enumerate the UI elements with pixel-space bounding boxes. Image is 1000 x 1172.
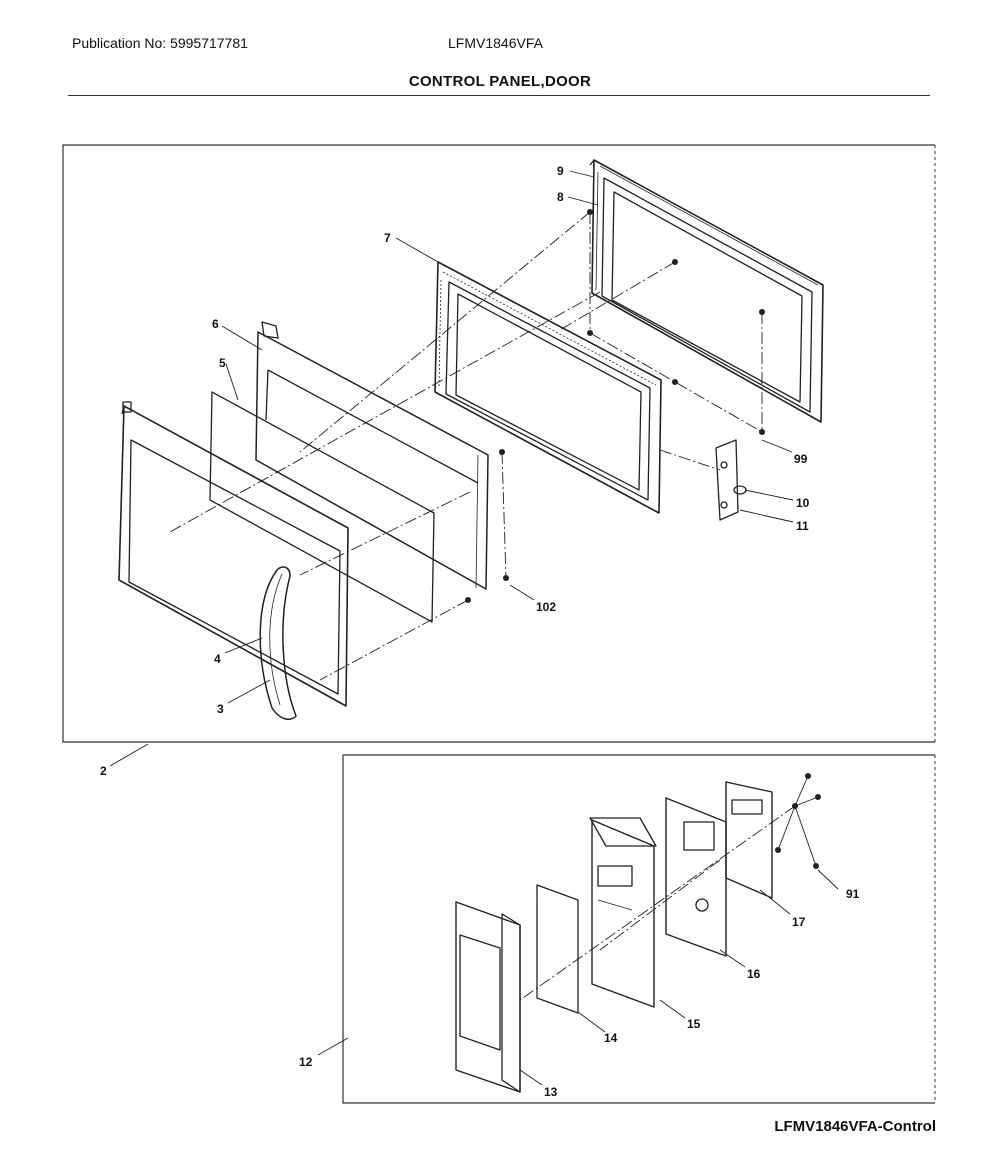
part-3-door-handle xyxy=(259,566,297,721)
part-6-door-panel xyxy=(255,321,489,590)
control-alignment-lines xyxy=(519,805,796,1001)
callout-6: 6 xyxy=(212,317,219,331)
section-title: CONTROL PANEL,DOOR xyxy=(408,73,592,90)
callout-2: 2 xyxy=(100,764,107,778)
screws xyxy=(465,209,765,603)
part-15-control-panel xyxy=(589,817,657,1008)
callout-4: 4 xyxy=(214,652,221,666)
part-10-latch-spring xyxy=(733,485,747,495)
part-9-door-frame xyxy=(589,159,824,423)
callout-99: 99 xyxy=(794,452,808,466)
callout-16: 16 xyxy=(747,967,761,981)
callout-17: 17 xyxy=(792,915,806,929)
callout-91: 91 xyxy=(846,887,860,901)
diagram-reference: LFMV1846VFA-Control xyxy=(774,1118,936,1135)
callout-15: 15 xyxy=(687,1017,701,1031)
part-14-membrane xyxy=(536,884,579,1014)
publication-number: Publication No: 5995717781 xyxy=(72,35,248,51)
callout-5: 5 xyxy=(219,356,226,370)
callout-9: 9 xyxy=(557,164,564,178)
callout-7: 7 xyxy=(384,231,391,245)
callout-14: 14 xyxy=(604,1031,618,1045)
control-panel-frame xyxy=(342,754,936,1104)
callout-13: 13 xyxy=(544,1085,558,1099)
part-11-latch-hook xyxy=(715,439,739,521)
part-13-control-bracket xyxy=(455,901,521,1093)
callout-8: 8 xyxy=(557,190,564,204)
door-alignment-lines xyxy=(169,211,763,681)
title-rule xyxy=(68,95,930,96)
door-assembly-frame xyxy=(62,144,936,743)
part-2-door-front xyxy=(118,401,349,707)
callout-3: 3 xyxy=(217,702,224,716)
control-leader-lines xyxy=(317,869,839,1086)
part-8-door-glass xyxy=(611,191,803,403)
part-5-door-sheet xyxy=(209,391,435,623)
callout-102: 102 xyxy=(536,600,556,614)
part-91-screw-lines xyxy=(777,775,819,867)
callout-12: 12 xyxy=(299,1055,313,1069)
part-7-door-choke-frame xyxy=(434,261,662,514)
part-17-control-board xyxy=(725,781,773,899)
part-16-pcb-bracket xyxy=(665,797,727,957)
part-91-screws xyxy=(775,773,821,869)
door-leader-lines xyxy=(109,170,794,767)
callout-10: 10 xyxy=(796,496,810,510)
callout-labels: 9 8 7 6 5 4 3 99 10 11 102 2 91 17 16 15… xyxy=(100,164,860,1099)
model-number: LFMV1846VFA xyxy=(448,35,543,51)
callout-11: 11 xyxy=(796,519,809,533)
